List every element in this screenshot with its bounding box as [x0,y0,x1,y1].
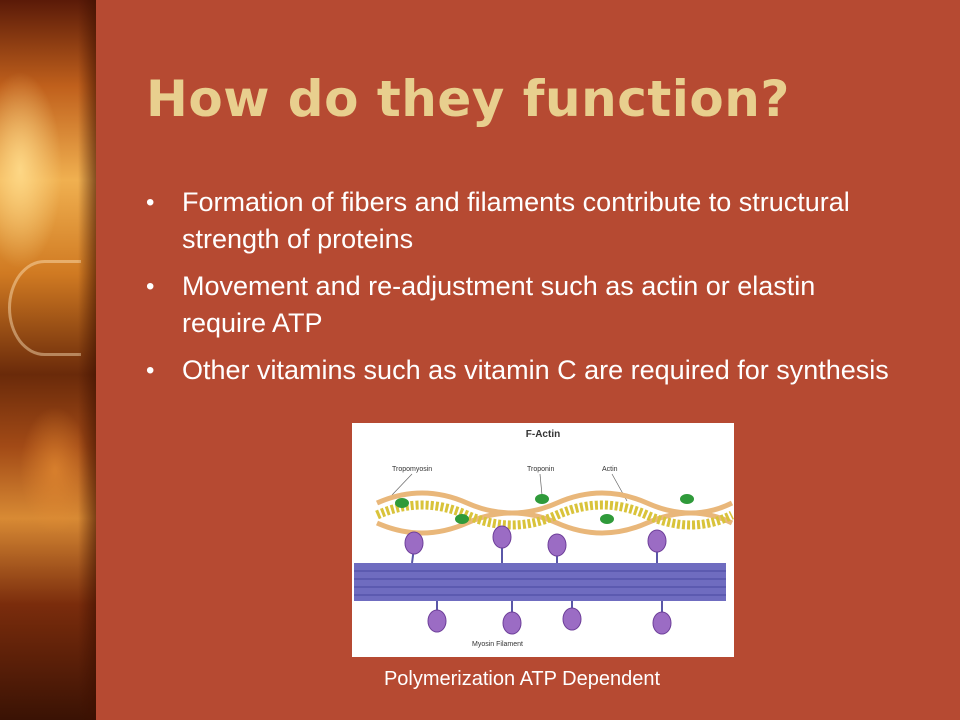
actin-filament [375,490,734,536]
troponin-markers [395,494,694,524]
leader-line [539,473,543,496]
diagram-svg: F-Actin Tropomyosin Troponin Actin [354,429,734,648]
myosin-filament [354,563,726,601]
bullet-item: • Movement and re-adjustment such as acti… [146,268,906,342]
bullet-text: Movement and re-adjustment such as actin… [182,271,816,338]
bullet-icon: • [146,189,155,216]
bullet-icon: • [146,273,155,300]
label-tropomyosin: Tropomyosin [392,466,432,473]
bullet-text: Formation of fibers and filaments contri… [182,187,850,254]
bullet-text: Other vitamins such as vitamin C are req… [182,355,889,385]
slide-title: How do they function? [146,70,790,128]
label-myosin-filament: Myosin Filament [472,641,523,648]
figure-caption: Polymerization ATP Dependent [383,668,661,690]
myosin-heads [404,525,672,635]
diagram-title: F-Actin [526,429,560,440]
bullet-item: • Formation of fibers and filaments contr… [146,184,906,258]
decorative-side-image [0,0,96,720]
leader-line [391,473,413,496]
label-troponin: Troponin [527,466,554,473]
bullet-list: • Formation of fibers and filaments contr… [146,184,906,399]
actin-myosin-diagram: F-Actin Tropomyosin Troponin Actin [352,423,734,657]
bullet-icon: • [146,357,155,384]
label-actin: Actin [602,466,618,473]
bullet-item: • Other vitamins such as vitamin C are re… [146,352,906,389]
